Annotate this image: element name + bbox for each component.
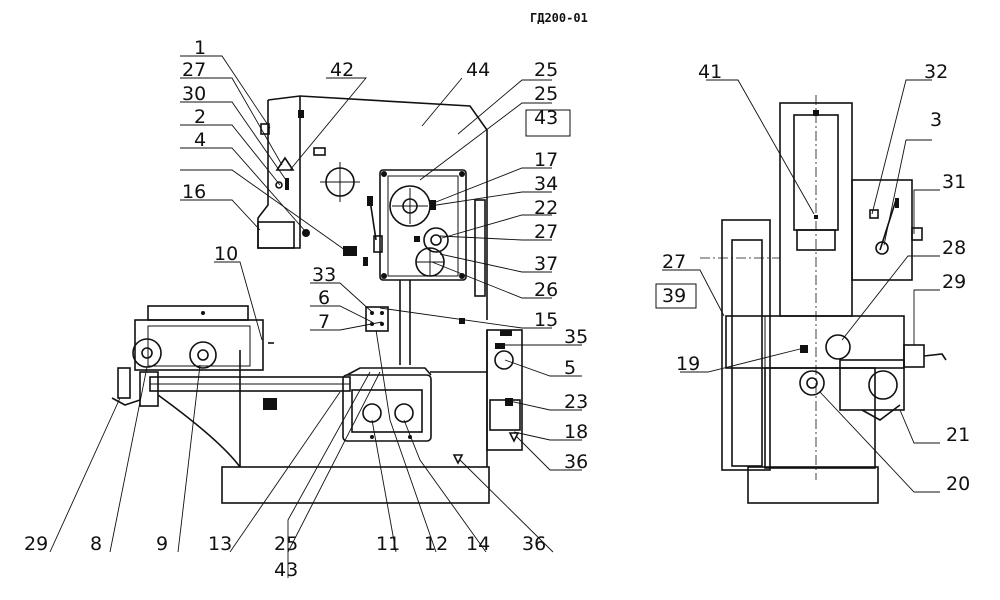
side-base	[747, 466, 879, 504]
front-view	[111, 95, 523, 504]
callout: 26	[534, 279, 558, 301]
callout: 15	[534, 309, 558, 331]
column	[239, 330, 488, 467]
callout-box	[525, 109, 571, 137]
callout: 39	[662, 285, 686, 307]
drawing-code: ГД200-01	[530, 11, 588, 25]
callout: 17	[534, 149, 558, 171]
callout: 37	[534, 253, 558, 275]
callout: 7	[318, 311, 330, 333]
callout: 34	[534, 173, 558, 195]
callout: 5	[564, 357, 576, 379]
callout: 8	[90, 533, 102, 555]
pedestal-panel	[342, 374, 432, 442]
side-gearbox	[851, 179, 913, 281]
callout: 6	[318, 287, 330, 309]
callout: 42	[330, 59, 354, 81]
handwheel-left	[132, 338, 162, 368]
callout: 13	[208, 533, 232, 555]
callout: 21	[946, 424, 970, 446]
callout: 28	[942, 237, 966, 259]
callout: 33	[312, 264, 336, 286]
dial-middle	[423, 227, 449, 253]
callout: 9	[156, 533, 168, 555]
handwheel-mid	[189, 341, 217, 369]
work-table	[147, 305, 249, 321]
callout: 12	[424, 533, 448, 555]
switch-panel	[365, 306, 389, 332]
column-arc	[157, 394, 241, 468]
callout: 25	[534, 59, 558, 81]
callout: 29	[942, 271, 966, 293]
side-handwheel	[799, 370, 825, 396]
callout: 27	[662, 251, 686, 273]
callout: 22	[534, 197, 558, 219]
callout-labels-front: 1 27 30 2 4 16 10 33 6 7 42 44 25 25 43 …	[24, 37, 588, 581]
callout: 27	[182, 59, 206, 81]
callout: 44	[466, 59, 490, 81]
callout: 4	[194, 129, 206, 151]
leader-lines	[49, 55, 940, 578]
head-housing	[267, 95, 488, 320]
machine-base	[221, 466, 490, 504]
side-view	[700, 95, 947, 504]
callout: 23	[564, 391, 588, 413]
callout: 10	[214, 243, 238, 265]
crank-handle	[117, 367, 131, 399]
vertical-shaft	[399, 280, 411, 365]
callout: 19	[676, 353, 700, 375]
control-panel	[379, 169, 467, 281]
callout: 25	[534, 83, 558, 105]
callout: 43	[274, 559, 298, 581]
callout: 43	[534, 107, 558, 129]
callout: 32	[924, 61, 948, 83]
callout: 27	[534, 221, 558, 243]
callout-box	[655, 283, 697, 309]
callout: 16	[182, 181, 206, 203]
callout: 18	[564, 421, 588, 443]
callout: 11	[376, 533, 400, 555]
callout: 25	[274, 533, 298, 555]
callout: 36	[564, 451, 588, 473]
callout: 14	[466, 533, 490, 555]
callout: 31	[942, 171, 966, 193]
side-rail	[474, 199, 486, 297]
callout: 41	[698, 61, 722, 83]
side-column	[721, 219, 771, 471]
callout: 1	[194, 37, 206, 59]
gearbox-cover	[257, 221, 295, 249]
callout: 2	[194, 106, 206, 128]
callout: 20	[946, 473, 970, 495]
callout: 30	[182, 83, 206, 105]
callout: 3	[930, 109, 942, 131]
callout: 35	[564, 326, 588, 348]
callout: 36	[522, 533, 546, 555]
callout: 29	[24, 533, 48, 555]
callout-labels-side: 41 32 3 31 27 39 28 29 19 21 20	[662, 61, 970, 495]
